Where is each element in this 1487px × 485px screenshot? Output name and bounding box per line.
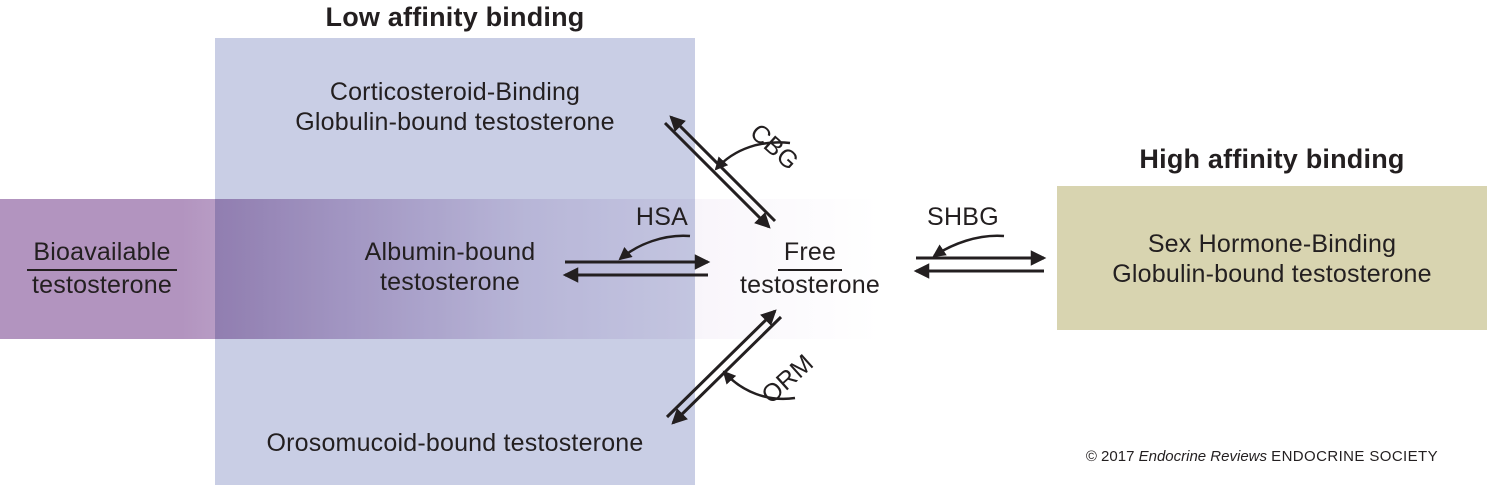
- node-albumin-bound-testosterone: Albumin-bound testosterone: [230, 238, 670, 297]
- node-line: Globulin-bound testosterone: [1112, 259, 1432, 288]
- journal-name: Endocrine Reviews: [1138, 448, 1267, 465]
- copyright-line: © 2017 Endocrine Reviews ENDOCRINE SOCIE…: [1050, 448, 1438, 465]
- low-affinity-title: Low affinity binding: [325, 2, 585, 32]
- high-affinity-region: [1057, 186, 1487, 330]
- node-line: Albumin-bound: [364, 238, 536, 266]
- node-line: Bioavailable: [0, 238, 204, 271]
- node-shbg-bound-testosterone: Sex Hormone-Binding Globulin-bound testo…: [1057, 230, 1487, 289]
- high-affinity-title: High affinity binding: [1139, 144, 1405, 174]
- shbg-arrow-label: SHBG: [926, 203, 1000, 231]
- node-orosomucoid-bound-testosterone: Orosomucoid-bound testosterone: [215, 429, 695, 459]
- node-bioavailable-testosterone: Bioavailable testosterone: [0, 238, 204, 300]
- node-line: Orosomucoid-bound testosterone: [266, 429, 644, 457]
- node-line: Corticosteroid-Binding: [329, 78, 581, 106]
- copyright-prefix: © 2017: [1085, 448, 1135, 465]
- node-line: Globulin-bound testosterone: [295, 107, 615, 136]
- node-line: testosterone: [32, 270, 172, 299]
- node-free-testosterone: Free testosterone: [730, 238, 890, 300]
- node-line: testosterone: [380, 267, 520, 296]
- cbg-arrow-label: CBG: [744, 118, 805, 176]
- society-name: ENDOCRINE SOCIETY: [1271, 448, 1438, 465]
- node-line: testosterone: [740, 270, 880, 299]
- node-line: Free: [730, 238, 890, 271]
- free-underlined-text: Free: [777, 238, 843, 271]
- node-cbg-bound-testosterone: Corticosteroid-Binding Globulin-bound te…: [215, 78, 695, 137]
- bioavailable-underlined-text: Bioavailable: [27, 238, 177, 271]
- shbg-equilibrium-arrows: [913, 234, 1047, 279]
- orm-arrow-label: ORM: [756, 348, 820, 410]
- node-line: Sex Hormone-Binding: [1147, 230, 1397, 258]
- hsa-arrow-label: HSA: [635, 203, 689, 231]
